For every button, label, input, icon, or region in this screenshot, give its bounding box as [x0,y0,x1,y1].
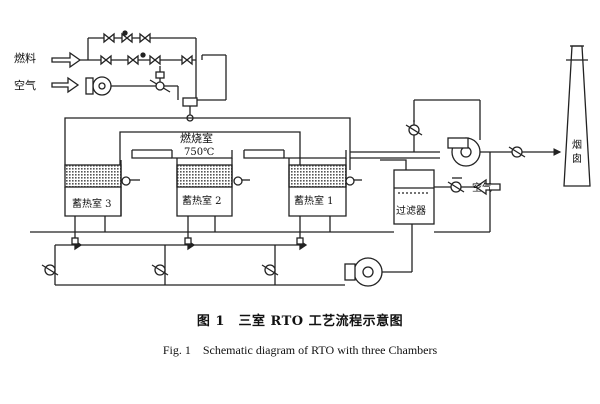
control-valve-icon [155,81,165,91]
valve-icon [121,32,133,44]
exhaust-fan [434,137,562,233]
combustion-temp: 750℃ [184,147,214,158]
filter-label: 过滤器 [396,204,426,217]
stack-label-char-2: 囱 [572,152,582,165]
fuel-inlet-arrow [51,51,82,69]
fuel-valves [100,30,193,66]
valve-icon [100,54,112,66]
chamber-3-label: 蓄热室 3 [72,197,112,210]
valve-icon [181,54,193,66]
air-inlet-arrow-2 [474,178,501,196]
chamber-2-label: 蓄热室 2 [182,194,222,207]
valve-icon [103,32,115,44]
regenerator-3 [64,160,122,217]
chamber-1-label: 蓄热室 1 [294,194,334,207]
exhaust-duct [350,99,481,159]
combustion-label: 燃烧室 [180,131,213,145]
process-fan [344,220,413,287]
air-inlet-arrow [51,76,80,94]
burner-icon [182,97,198,107]
caption-english: Fig. 1 Schematic diagram of RTO with thr… [162,343,438,357]
fuel-label: 燃料 [14,51,36,65]
stack-label: 烟 囱 [572,138,585,165]
valve-icon [127,54,139,66]
fuel-line [51,37,227,101]
stack-label-char-1: 烟 [572,138,582,151]
chamber-instruments [121,176,362,186]
valve-icon [149,54,161,66]
filter-air-line [434,177,501,196]
filter-unit [375,159,435,233]
bottom-manifolds [30,216,375,286]
valve-icon [139,32,151,44]
filter-air-label: 空气 [472,181,492,194]
regenerator-1 [283,150,347,217]
stack [563,45,591,187]
air-label: 空气 [14,78,36,92]
regenerator-2 [171,150,233,217]
caption-chinese: 图 1 三室 RTO 工艺流程示意图 [196,314,404,329]
air-line [51,66,198,122]
